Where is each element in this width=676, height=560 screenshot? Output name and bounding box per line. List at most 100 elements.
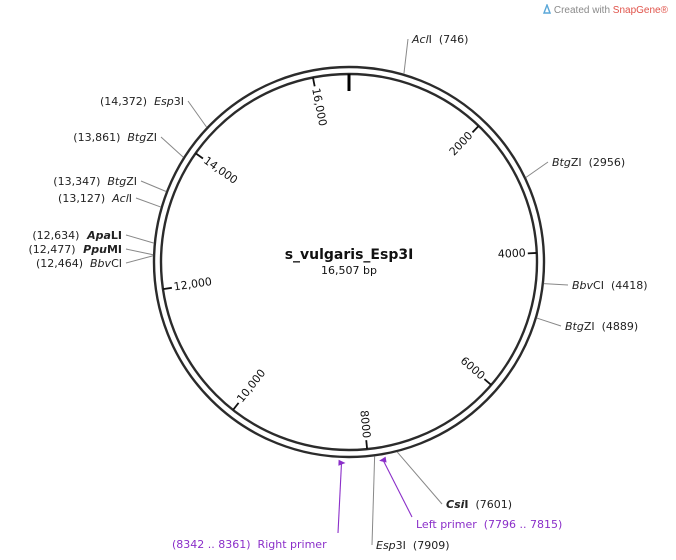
- enzyme-name-italic: Btg: [100, 175, 126, 188]
- enzyme-name-italic: Apa: [79, 229, 110, 242]
- site-btgzi-2956[interactable]: BtgZI (2956): [525, 156, 625, 178]
- site-position: (13,127): [58, 192, 105, 205]
- enzyme-name-italic: Btg: [120, 131, 146, 144]
- site-acli-746[interactable]: AclI (746): [403, 33, 469, 74]
- site-csii-7601[interactable]: CsiI (7601): [396, 451, 512, 511]
- site-position: (2956): [582, 156, 626, 169]
- primers: Left primer (7796 .. 7815) (8342 .. 8361)…: [172, 456, 562, 551]
- site-position: (7909): [406, 539, 450, 552]
- enzyme-name-roman: CI: [111, 257, 122, 270]
- watermark-mark: ®: [660, 5, 668, 16]
- site-bbvci-4418[interactable]: BbvCI (4418): [543, 279, 648, 292]
- site-leader-line: [125, 248, 154, 256]
- enzyme-name-roman: ZI: [146, 131, 157, 144]
- site-label: (12,464) BbvCI: [36, 257, 122, 270]
- primer-leader-line: [382, 459, 413, 518]
- primer-range: (7796 .. 7815): [477, 518, 563, 531]
- enzyme-name-roman: ZI: [126, 175, 137, 188]
- site-position: (12,477): [28, 243, 75, 256]
- site-leader-line: [125, 234, 155, 244]
- tick-mark: [195, 152, 204, 160]
- enzyme-name-italic: Btg: [552, 156, 571, 169]
- enzyme-name-roman: MI: [107, 243, 122, 256]
- backbone-ring: [152, 65, 546, 459]
- site-position: (14,372): [100, 95, 147, 108]
- enzyme-name-italic: Acl: [105, 192, 129, 205]
- site-btgzi-13347[interactable]: (13,347) BtgZI: [53, 175, 167, 192]
- site-leader-line: [160, 136, 184, 158]
- site-leader-line: [135, 197, 162, 208]
- primer-label: Left primer (7796 .. 7815): [416, 518, 562, 531]
- site-label: (13,127) AclI: [58, 192, 132, 205]
- enzyme-name-italic: Bbv: [83, 257, 112, 270]
- site-esp3i-7909[interactable]: Esp3I (7909): [371, 456, 450, 552]
- tick-label: 8000: [357, 410, 373, 439]
- site-position: (13,347): [53, 175, 100, 188]
- enzyme-name-roman: 3I: [396, 539, 406, 552]
- enzyme-name-roman: CI: [593, 279, 604, 292]
- primer-range: (8342 .. 8361): [172, 538, 251, 551]
- primer-label: (8342 .. 8361) Right primer: [172, 538, 327, 551]
- enzyme-name-roman: 3I: [174, 95, 184, 108]
- site-label: BbvCI (4418): [572, 279, 648, 292]
- right-primer[interactable]: (8342 .. 8361) Right primer: [172, 459, 346, 551]
- plasmid-length: 16,507 bp: [321, 264, 377, 277]
- enzyme-name-roman: ZI: [584, 320, 595, 333]
- tick-label: 16,000: [309, 87, 329, 127]
- plasmid-name: s_vulgaris_Esp3I: [285, 247, 414, 263]
- enzyme-name-italic: Csi: [446, 498, 465, 511]
- enzyme-name-italic: Bbv: [572, 279, 594, 292]
- site-leader-line: [536, 317, 562, 327]
- site-leader-line: [543, 283, 569, 286]
- enzyme-name-italic: Acl: [411, 33, 429, 46]
- snapgene-logo-icon: [542, 4, 551, 14]
- enzyme-name-roman: ZI: [571, 156, 582, 169]
- site-leader-line: [403, 38, 409, 74]
- enzyme-name-italic: Ppu: [76, 243, 108, 256]
- site-bbvci-12464[interactable]: (12,464) BbvCI: [36, 255, 154, 270]
- watermark-product: SnapGene: [612, 5, 661, 16]
- tick-mark: [162, 286, 173, 291]
- tick-label: 2000: [447, 129, 476, 158]
- site-acli-13127[interactable]: (13,127) AclI: [58, 192, 162, 208]
- enzyme-name-italic: Esp: [147, 95, 174, 108]
- site-esp3i-14372[interactable]: (14,372) Esp3I: [100, 95, 208, 128]
- site-label: BtgZI (4889): [565, 320, 638, 333]
- site-label: (12,634) ApaLI: [32, 229, 122, 242]
- tick-mark: [483, 378, 492, 386]
- site-position: (7601): [468, 498, 512, 511]
- left-primer[interactable]: Left primer (7796 .. 7815): [379, 456, 562, 531]
- tick-label: 10,000: [234, 367, 268, 405]
- enzyme-name-roman: I: [129, 192, 132, 205]
- site-label: AclI (746): [411, 33, 468, 46]
- tick-mark: [471, 125, 480, 134]
- tick-mark: [232, 402, 240, 411]
- site-label: BtgZI (2956): [552, 156, 625, 169]
- site-ppumi-12477[interactable]: (12,477) PpuMI: [28, 243, 154, 256]
- primer-arrow-icon: [379, 456, 387, 463]
- site-leader-line: [187, 100, 208, 128]
- snapgene-watermark: Created with SnapGene®: [542, 4, 668, 16]
- site-apali-12634[interactable]: (12,634) ApaLI: [32, 229, 155, 244]
- watermark-prefix: Created with: [553, 5, 611, 16]
- tick-label: 4000: [497, 246, 526, 260]
- site-label: (13,861) BtgZI: [73, 131, 157, 144]
- site-leader-line: [140, 180, 167, 192]
- site-leader-line: [125, 255, 154, 264]
- tick-label: 12,000: [173, 275, 213, 293]
- site-label: CsiI (7601): [446, 498, 512, 511]
- enzyme-name-italic: Esp: [376, 539, 396, 552]
- site-label: (12,477) PpuMI: [28, 243, 122, 256]
- site-position: (12,634): [32, 229, 79, 242]
- site-btgzi-4889[interactable]: BtgZI (4889): [536, 317, 638, 333]
- site-position: (12,464): [36, 257, 83, 270]
- site-btgzi-13861[interactable]: (13,861) BtgZI: [73, 131, 184, 158]
- enzyme-name-roman: LI: [111, 229, 122, 242]
- site-label: Esp3I (7909): [376, 539, 450, 552]
- enzyme-name-italic: Btg: [565, 320, 584, 333]
- tick-label: 14,000: [201, 154, 240, 187]
- site-position: (4889): [595, 320, 639, 333]
- site-label: (14,372) Esp3I: [100, 95, 184, 108]
- site-leader-line: [396, 451, 443, 505]
